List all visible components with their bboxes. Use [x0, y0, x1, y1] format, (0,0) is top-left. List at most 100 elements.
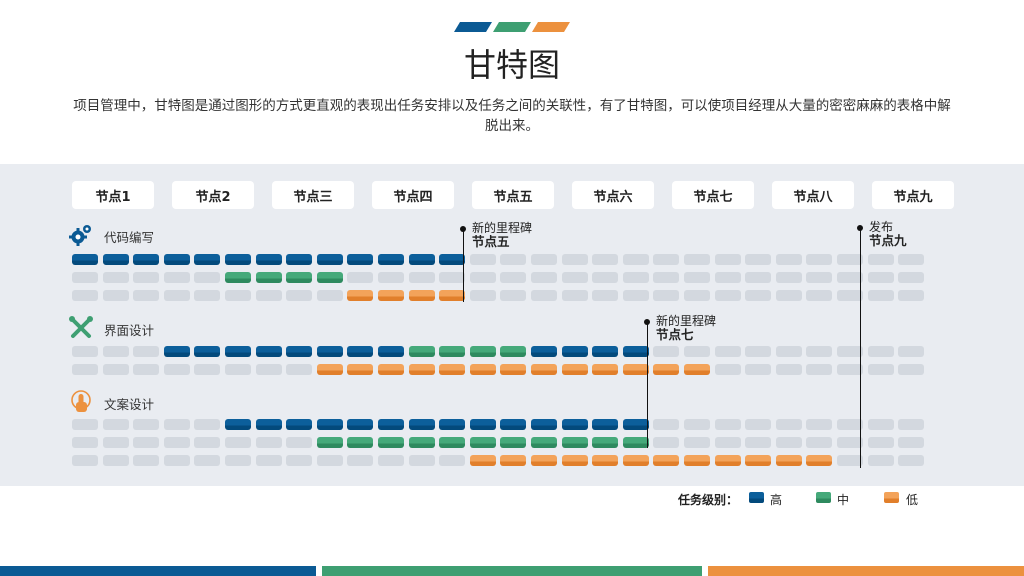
- gantt-cell: [806, 455, 833, 466]
- milestone-line: [647, 322, 648, 448]
- gantt-cell: [225, 254, 251, 265]
- gantt-cell: [622, 272, 649, 283]
- node-card: 节点六: [572, 181, 654, 209]
- gantt-cell: [745, 254, 772, 265]
- gears-icon: [68, 222, 94, 248]
- gantt-cell: [194, 290, 221, 301]
- gantt-cell: [347, 419, 374, 430]
- gantt-cell: [286, 346, 313, 357]
- gantt-cell: [500, 346, 527, 357]
- gantt-cell: [745, 437, 772, 448]
- gantt-cell: [653, 290, 680, 301]
- legend-title: 任务级别：: [678, 493, 739, 507]
- gantt-cell: [408, 346, 435, 357]
- gantt-cell: [837, 346, 863, 357]
- gantt-cell: [775, 272, 802, 283]
- gantt-cell: [561, 254, 588, 265]
- gantt-cell: [72, 290, 98, 301]
- milestone-label-node5: 新的里程碑节点五: [472, 221, 533, 249]
- gantt-cell: [347, 254, 374, 265]
- gantt-cell: [347, 290, 374, 301]
- gantt-cell: [500, 254, 527, 265]
- milestone-dot: [460, 226, 466, 232]
- gantt-cell: [531, 346, 557, 357]
- gantt-cell: [163, 346, 190, 357]
- gantt-cell: [622, 254, 649, 265]
- gantt-cell: [561, 290, 588, 301]
- gantt-cell: [684, 346, 710, 357]
- gantt-cell: [133, 437, 160, 448]
- gantt-cell: [347, 437, 374, 448]
- legend-label-mid: 中: [837, 493, 850, 507]
- top-decoration: [454, 22, 570, 32]
- gantt-cell: [194, 437, 221, 448]
- gantt-cell: [194, 272, 221, 283]
- gantt-cell: [102, 254, 129, 265]
- gantt-cell: [531, 254, 557, 265]
- gantt-cell: [469, 272, 496, 283]
- gantt-cell: [684, 290, 710, 301]
- gantt-cell: [745, 364, 772, 375]
- gantt-cell: [775, 254, 802, 265]
- gantt-cell: [500, 290, 527, 301]
- gantt-cell: [194, 254, 221, 265]
- gantt-cell: [837, 364, 863, 375]
- gantt-cell: [194, 346, 221, 357]
- gantt-cell: [316, 254, 343, 265]
- gantt-cell: [286, 455, 313, 466]
- gantt-cell: [408, 437, 435, 448]
- gantt-cell: [500, 437, 527, 448]
- gantt-cell: [347, 272, 374, 283]
- gantt-cell: [898, 254, 925, 265]
- gantt-cell: [72, 437, 98, 448]
- milestone-dot: [857, 225, 863, 231]
- gantt-cell: [867, 364, 894, 375]
- gantt-cell: [194, 419, 221, 430]
- gantt-cell: [622, 419, 649, 430]
- gantt-cell: [378, 437, 404, 448]
- gantt-cell: [378, 290, 404, 301]
- node-card: 节点七: [672, 181, 754, 209]
- node-card: 节点八: [772, 181, 854, 209]
- gantt-cell: [72, 254, 98, 265]
- gantt-cell: [500, 419, 527, 430]
- gantt-cell: [378, 364, 404, 375]
- gantt-cell: [714, 254, 741, 265]
- gantt-cell: [133, 272, 160, 283]
- gantt-cell: [592, 290, 619, 301]
- gantt-cell: [592, 437, 619, 448]
- gantt-cell: [255, 419, 282, 430]
- gantt-cell: [102, 290, 129, 301]
- gantt-cell: [286, 419, 313, 430]
- gantt-cell: [408, 364, 435, 375]
- page-description: 项目管理中，甘特图是通过图形的方式更直观的表现出任务安排以及任务之间的关联性，有…: [73, 98, 951, 134]
- gantt-cell: [225, 455, 251, 466]
- gantt-cell: [255, 346, 282, 357]
- gantt-cell: [898, 437, 925, 448]
- gantt-cell: [439, 455, 466, 466]
- gantt-cell: [592, 419, 619, 430]
- gantt-cell: [867, 254, 894, 265]
- gantt-cell: [775, 346, 802, 357]
- gantt-cell: [745, 272, 772, 283]
- legend-label-low: 低: [906, 493, 919, 507]
- legend-swatch-low: [884, 492, 899, 503]
- gantt-cell: [133, 290, 160, 301]
- gantt-cell: [286, 290, 313, 301]
- gantt-cell: [653, 419, 680, 430]
- gantt-cell: [837, 455, 863, 466]
- gantt-cell: [225, 346, 251, 357]
- gantt-cell: [194, 455, 221, 466]
- gantt-cell: [225, 419, 251, 430]
- gantt-cell: [837, 290, 863, 301]
- gantt-cell: [133, 364, 160, 375]
- gantt-cell: [775, 437, 802, 448]
- gantt-cell: [316, 419, 343, 430]
- gantt-cell: [286, 364, 313, 375]
- gantt-cell: [439, 254, 466, 265]
- gantt-cell: [775, 455, 802, 466]
- gantt-cell: [561, 437, 588, 448]
- gantt-cell: [500, 455, 527, 466]
- hand-pointer-icon: [68, 389, 94, 415]
- gantt-cell: [745, 346, 772, 357]
